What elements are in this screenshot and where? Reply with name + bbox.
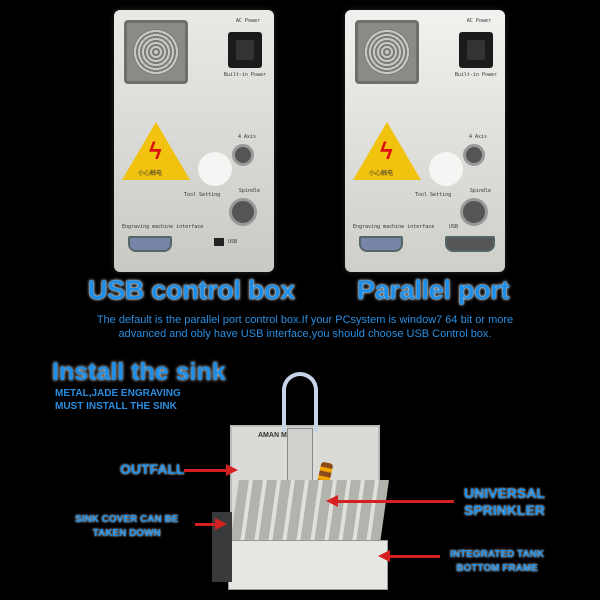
sink-cover-callout: SINK COVER CAN BE TAKEN DOWN: [75, 513, 178, 541]
fan-icon: [355, 20, 419, 84]
sink-subtitle-1: METAL,JADE ENGRAVING: [55, 388, 181, 399]
warning-label: 小心触电: [138, 170, 163, 177]
builtin-power-label: Built-in Power: [454, 72, 497, 78]
sink-cover-arrow: [195, 518, 227, 530]
sink-subtitle-2: MUST INSTALL THE SINK: [55, 401, 177, 412]
warning-label: 小心触电: [369, 170, 394, 177]
cover-line-1: SINK COVER CAN BE: [75, 514, 179, 525]
outfall-callout: OUTFALL: [120, 461, 185, 477]
cover-line-2: TAKEN DOWN: [92, 528, 161, 539]
coolant-hose: [282, 372, 318, 432]
universal-sprinkler-callout: UNIVERSAL SPRINKLER: [464, 485, 545, 519]
ac-power-label: AC Power: [235, 18, 260, 24]
parallel-port-heading: Parallel port: [357, 275, 510, 305]
spindle-motor: [287, 428, 313, 488]
universal-line-1: UNIVERSAL: [464, 485, 545, 501]
power-socket-icon: [459, 32, 493, 68]
usb-control-box-heading: USB control box: [88, 275, 296, 305]
interface-label: Engraving machine interface: [353, 224, 435, 230]
outfall-arrow: [184, 464, 238, 476]
interface-label: Engraving machine interface: [122, 224, 204, 230]
spindle-plug-icon: [460, 198, 488, 226]
usb-label: USB: [449, 224, 459, 230]
universal-line-2: SPRINKLER: [464, 502, 545, 518]
tool-setting-label: Tool Setting: [415, 192, 452, 198]
axis-label: 4 Axis: [468, 134, 487, 140]
parallel-control-box-image: AC Power Built-in Power ϟ 小心触电 4 Axis To…: [345, 10, 505, 272]
fan-icon: [124, 20, 188, 84]
spindle-label: Spindle: [238, 188, 260, 194]
lightning-icon: ϟ: [380, 138, 393, 165]
brand-label: AMAN MA: [258, 432, 292, 439]
usb-label: USB: [228, 239, 238, 245]
tank-arrow: [378, 550, 440, 562]
sink-section-title: Install the sink: [52, 358, 226, 386]
warning-sign-icon: [353, 122, 421, 180]
db25-port-icon: [445, 236, 495, 252]
axis-label: 4 Axis: [237, 134, 256, 140]
sprinkler-arrow: [326, 495, 454, 507]
tank-line-2: BOTTOM FRAME: [456, 563, 538, 574]
lightning-icon: ϟ: [149, 138, 162, 165]
tank-line-1: INTEGRATED TANK: [450, 549, 545, 560]
note-line-2: advanced and obly have USB interface,you…: [118, 328, 492, 340]
axis-plug-icon: [463, 144, 485, 166]
power-socket-icon: [228, 32, 262, 68]
blank-plate: [429, 152, 463, 186]
usb-port-icon: [214, 238, 224, 246]
tank-frame-callout: INTEGRATED TANK BOTTOM FRAME: [450, 548, 544, 576]
builtin-power-label: Built-in Power: [223, 72, 266, 78]
usb-control-box-image: AC Power Built-in Power ϟ 小心触电 4 Axis To…: [114, 10, 274, 272]
warning-sign-icon: [122, 122, 190, 180]
parallel-port-icon: [128, 236, 172, 252]
bottom-frame: [228, 540, 388, 590]
blank-plate: [198, 152, 232, 186]
spindle-label: Spindle: [469, 188, 491, 194]
tool-setting-label: Tool Setting: [184, 192, 221, 198]
axis-plug-icon: [232, 144, 254, 166]
note-line-1: The default is the parallel port control…: [96, 314, 514, 326]
parallel-port-icon: [359, 236, 403, 252]
ac-power-label: AC Power: [466, 18, 491, 24]
spindle-plug-icon: [229, 198, 257, 226]
